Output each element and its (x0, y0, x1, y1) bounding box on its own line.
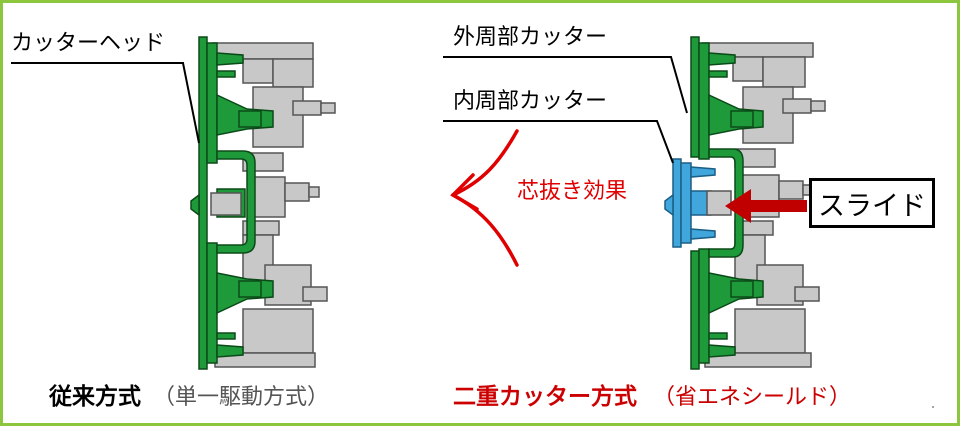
right-caption-sub: （省エネシールド） (653, 385, 852, 410)
right-inner-cutter (664, 158, 716, 248)
right-caption-main: 二重カッター方式 (453, 384, 637, 410)
inner-cutter-leader (443, 120, 674, 164)
right-outer-cutter (690, 36, 764, 370)
outer-cutter-leader (443, 56, 688, 114)
outer-cutter-label: 外周部カッター (453, 25, 608, 50)
left-machine (190, 36, 336, 370)
left-center-hub (210, 192, 242, 216)
slide-label-box: スライド (809, 178, 935, 228)
diagram-artwork (11, 36, 934, 408)
left-caption-main: 従来方式 (49, 384, 141, 410)
left-caption-sub: （単一駆動方式） (153, 385, 330, 410)
slide-arrow (725, 189, 807, 223)
coring-effect-label: 芯抜き効果 (517, 179, 628, 204)
cutter-head-label: カッターヘッド (11, 31, 166, 56)
slide-label: スライド (818, 190, 926, 222)
right-center-hub (706, 190, 732, 216)
cutter-head-leader (11, 62, 200, 144)
coring-effect-arrow (450, 129, 519, 267)
inner-cutter-label: 内周部カッター (453, 89, 608, 114)
separator-dot (932, 406, 934, 408)
